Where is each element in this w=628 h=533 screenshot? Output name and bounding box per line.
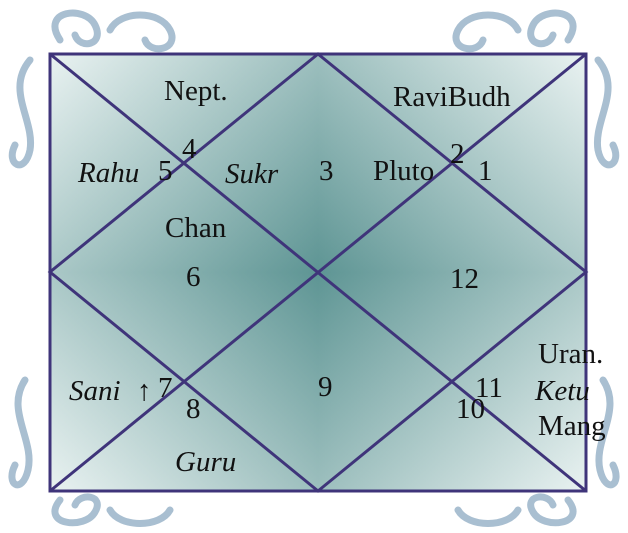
ornament-bottom-left [51, 493, 174, 527]
house-number-1: 1 [478, 155, 493, 187]
house-number-3: 3 [319, 155, 334, 187]
planet-mang: Mang [538, 410, 606, 442]
planet-chan: Chan [165, 212, 227, 244]
chart-lines [47, 52, 589, 493]
chart-diagonal-anti [49, 52, 587, 493]
house-number-9: 9 [318, 371, 333, 403]
house-number-10: 10 [456, 393, 485, 425]
planet-uran: Uran. [538, 338, 603, 370]
planet-labels: Nept. RaviBudh Rahu Sukr Pluto Chan Sani… [69, 75, 606, 478]
sani-retrograde-mark: ↑ [137, 375, 152, 407]
house-number-8: 8 [186, 393, 201, 425]
ornament-top-left [51, 9, 176, 53]
house-number-5: 5 [158, 155, 173, 187]
planet-sukr: Sukr [225, 158, 279, 190]
ornament-bottom-right [454, 493, 577, 527]
planet-rahu: Rahu [77, 157, 139, 189]
house-number-11: 11 [475, 372, 503, 404]
house-number-7: 7 [158, 372, 173, 404]
ornament-right-upper [593, 56, 620, 169]
ornament-left-lower [8, 376, 33, 489]
ornament-right-lower [595, 376, 620, 489]
house-number-6: 6 [186, 261, 201, 293]
planet-nept: Nept. [164, 75, 228, 107]
chart-inner-diamond [47, 52, 589, 493]
ornament-left-upper [8, 56, 35, 169]
ornament-group [8, 9, 620, 527]
planet-ketu: Ketu [534, 375, 590, 407]
planet-sani: Sani [69, 375, 121, 407]
planet-guru: Guru [175, 446, 236, 478]
ornament-top-right [452, 9, 577, 53]
house-number-12: 12 [450, 263, 479, 295]
house-number-2: 2 [450, 138, 465, 170]
house-numbers: 4 5 3 2 1 6 12 7 8 9 11 10 [158, 133, 503, 425]
house-number-4: 4 [182, 133, 197, 165]
planet-pluto: Pluto [373, 155, 434, 187]
planet-ravi-budh: RaviBudh [393, 81, 511, 113]
